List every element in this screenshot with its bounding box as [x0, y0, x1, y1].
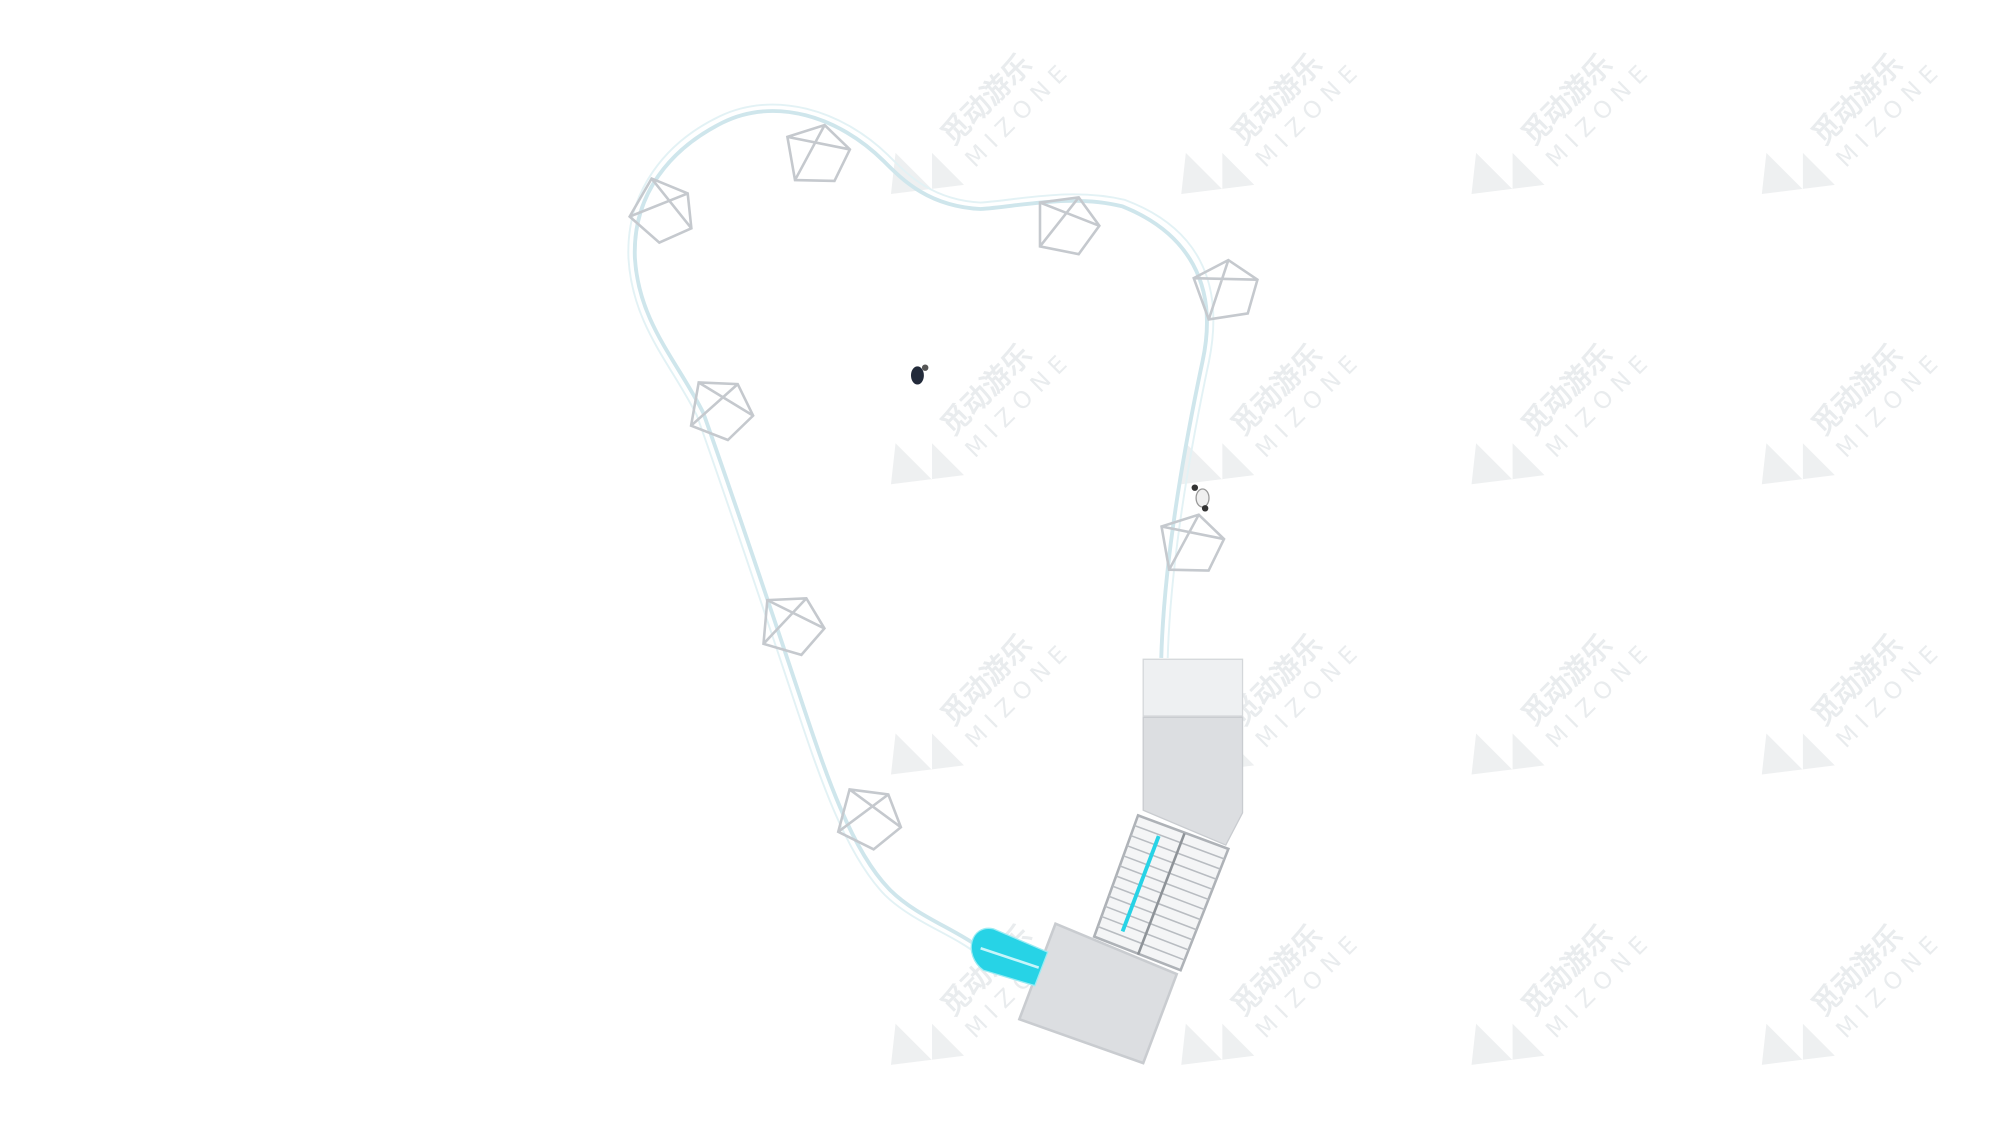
- watermark-logo: [890, 733, 964, 775]
- watermark-logo: [1761, 443, 1835, 485]
- stair-step: [1119, 865, 1209, 901]
- stair-step: [1130, 834, 1221, 870]
- support-frame: [836, 788, 903, 851]
- watermark-logo: [1471, 1023, 1545, 1065]
- support-frame: [762, 597, 827, 657]
- stairs: [1092, 813, 1231, 972]
- watermark-logo: [890, 1023, 964, 1065]
- person-figure: [910, 364, 929, 385]
- support-frame: [628, 176, 693, 245]
- coaster-track-outer: [632, 109, 1209, 950]
- support-frame: [689, 381, 755, 442]
- watermark-logo: [1181, 1023, 1255, 1065]
- support-frame: [1160, 513, 1226, 572]
- stair-step: [1115, 875, 1205, 911]
- watermark-logo: [1181, 443, 1255, 485]
- tower-roof: [1142, 658, 1244, 717]
- watermark-logo: [1471, 152, 1545, 194]
- stair-step: [1126, 844, 1217, 880]
- stair-step: [1112, 885, 1201, 921]
- tower-platform: [1142, 716, 1244, 846]
- watermark-logo: [1761, 152, 1835, 194]
- watermark-logo: [890, 443, 964, 485]
- watermark-logo: [1181, 152, 1255, 194]
- watermark-logo: [1471, 443, 1545, 485]
- watermark-logo: [1761, 733, 1835, 775]
- station-platform: [1017, 922, 1179, 1065]
- watermark-logo: [890, 152, 964, 194]
- support-frame: [785, 123, 852, 183]
- support-frame: [1192, 258, 1259, 321]
- stair-step: [1123, 855, 1213, 891]
- watermark-logo: [1761, 1023, 1835, 1065]
- watermark-logo: [1471, 733, 1545, 775]
- coaster-track-inner: [627, 103, 1215, 956]
- stair-step: [1134, 824, 1225, 860]
- support-frame: [1038, 196, 1101, 256]
- person-figure: [1191, 484, 1210, 512]
- support-frames: [628, 123, 1259, 851]
